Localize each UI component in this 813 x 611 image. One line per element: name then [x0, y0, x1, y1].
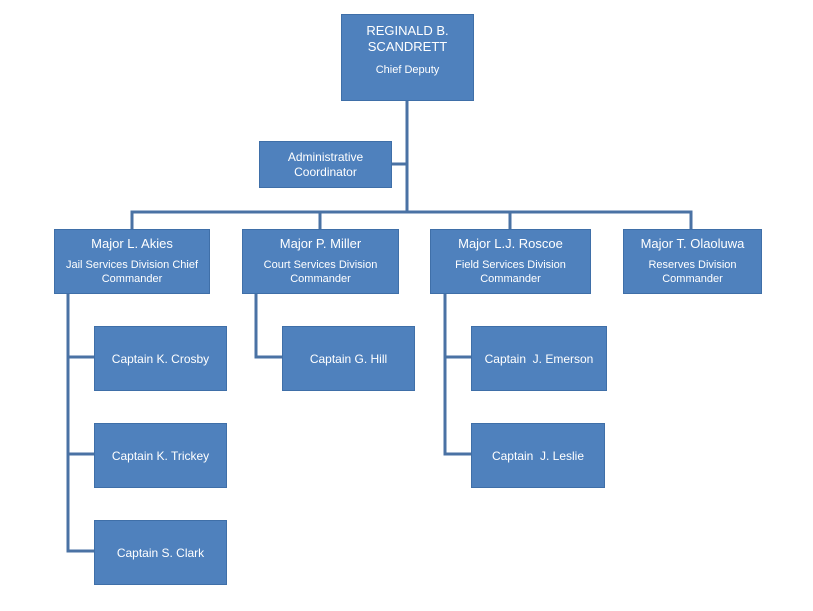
major-miller-box: Major P. Miller Court Services Division …: [242, 229, 399, 294]
major-title-line2: Commander: [290, 273, 351, 285]
major-name: Major L.J. Roscoe: [458, 236, 563, 251]
captain-name: Captain S. Clark: [116, 545, 205, 560]
captain-hill-box: Captain G. Hill: [282, 326, 415, 391]
captain-leslie-box: Captain J. Leslie: [471, 423, 605, 488]
major-name: Major L. Akies: [91, 236, 173, 251]
chief-deputy-box: REGINALD B. SCANDRETT Chief Deputy: [341, 14, 474, 101]
major-title-line2: Commander: [662, 273, 723, 285]
captain-crosby-box: Captain K. Crosby: [94, 326, 227, 391]
major-name: Major T. Olaoluwa: [640, 236, 745, 251]
captain-clark-box: Captain S. Clark: [94, 520, 227, 585]
major-title-line1: Reserves Division: [648, 259, 737, 271]
major-akies-box: Major L. Akies Jail Services Division Ch…: [54, 229, 210, 294]
major-olaoluwa-box: Major T. Olaoluwa Reserves Division Comm…: [623, 229, 762, 294]
captain-name: Captain K. Trickey: [111, 448, 210, 463]
captain-trickey-box: Captain K. Trickey: [94, 423, 227, 488]
major-name: Major P. Miller: [279, 236, 362, 251]
major-roscoe-box: Major L.J. Roscoe Field Services Divisio…: [430, 229, 591, 294]
admin-coordinator-box: Administrative Coordinator: [259, 141, 392, 188]
captain-name: Captain J. Leslie: [491, 448, 585, 463]
chief-name-line2: SCANDRETT: [367, 39, 448, 54]
captain-name: Captain G. Hill: [309, 351, 388, 366]
admin-line1: Administrative: [287, 149, 364, 164]
chief-name-line1: REGINALD B.: [366, 23, 449, 38]
captain-name: Captain K. Crosby: [111, 351, 210, 366]
admin-line2: Coordinator: [294, 164, 357, 179]
captain-emerson-box: Captain J. Emerson: [471, 326, 607, 391]
major-title-line1: Court Services Division: [263, 259, 378, 271]
major-title-line2: Commander: [480, 273, 541, 285]
major-title-line1: Jail Services Division Chief: [65, 259, 199, 271]
major-title-line2: Commander: [101, 273, 163, 285]
captain-name: Captain J. Emerson: [484, 351, 594, 366]
major-title-line1: Field Services Division: [455, 259, 566, 271]
chief-title: Chief Deputy: [375, 64, 440, 76]
